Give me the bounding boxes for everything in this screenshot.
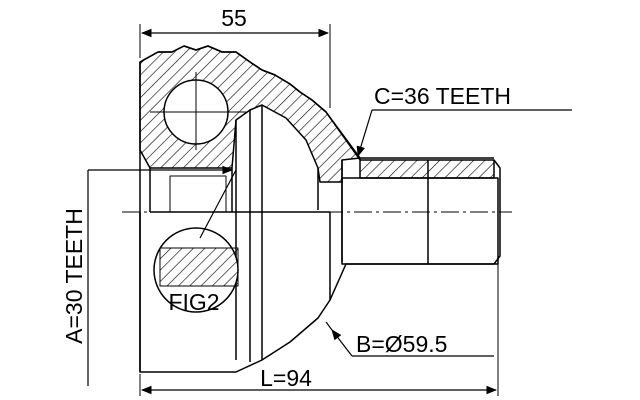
dim-c-leader: [356, 109, 373, 158]
dim-b-leader2: [325, 321, 333, 331]
dim-c-label: C=36 TEETH: [374, 83, 511, 109]
cage-window: [169, 175, 227, 213]
stub-shaft: [341, 177, 499, 265]
dim-a-label: A=30 TEETH: [61, 208, 87, 344]
dim-b-label: B=Ø59.5: [356, 331, 447, 357]
dim-55-label: 55: [221, 5, 247, 31]
housing-outline-bottom: [139, 212, 494, 373]
dim-l-label: L=94: [260, 365, 312, 391]
fig2-leader: [199, 169, 237, 239]
dim-b-leader: [331, 329, 353, 357]
fig2-label: FIG2: [168, 289, 219, 315]
inner-race: [149, 105, 331, 362]
housing-outline-top: [139, 45, 494, 159]
fig2-ball-hatch: [159, 247, 239, 287]
